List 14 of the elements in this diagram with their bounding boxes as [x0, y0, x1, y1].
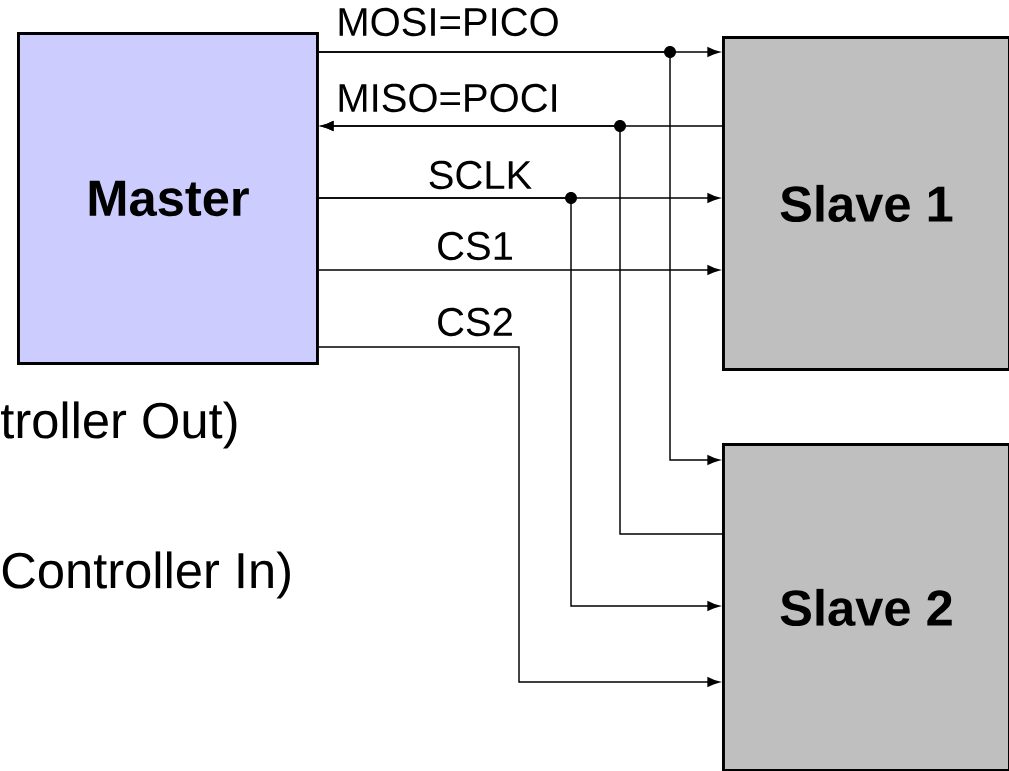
signal-arrow — [318, 197, 720, 611]
device-box: Slave 2 — [722, 443, 1009, 771]
signal-label: CS2 — [434, 306, 516, 338]
device-box: Master — [17, 32, 319, 365]
signal-label: MISO=POCI — [335, 82, 562, 114]
signal-arrow — [318, 51, 720, 465]
signal-arrow — [318, 346, 720, 687]
signal-arrow — [318, 265, 720, 275]
signal-label: MOSI=PICO — [335, 6, 562, 38]
signal-label: SCLK — [426, 159, 534, 191]
signal-label: CS1 — [434, 230, 516, 262]
device-box: Slave 1 — [722, 36, 1009, 371]
note-text: Controller In) — [2, 551, 290, 599]
signal-arrow — [321, 121, 723, 535]
